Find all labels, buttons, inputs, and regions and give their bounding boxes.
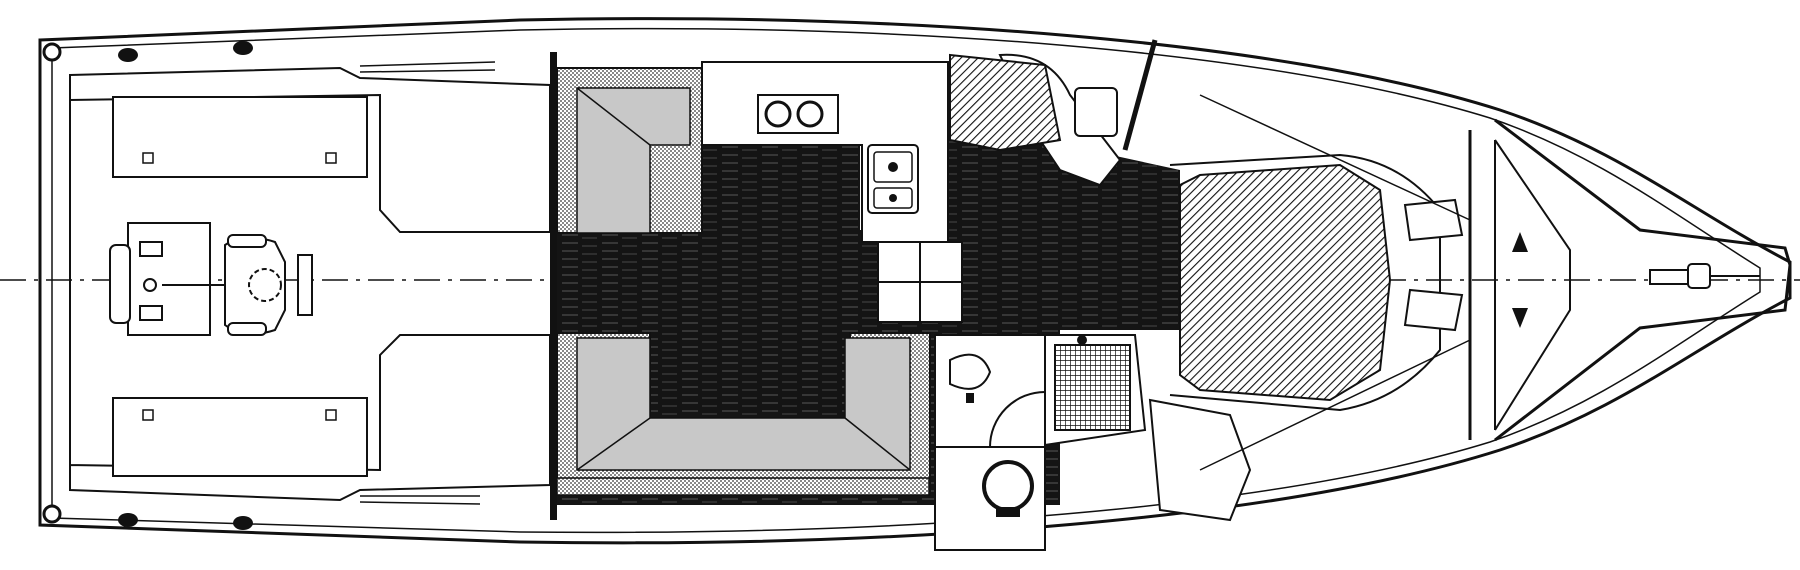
salon-settee-upper bbox=[556, 67, 703, 234]
salon-settee-lower bbox=[556, 332, 931, 496]
cleat-icon bbox=[42, 504, 62, 524]
helm-seat-lower bbox=[1148, 398, 1252, 522]
hull-chine bbox=[1199, 94, 1471, 221]
vanity-sink-icon bbox=[949, 353, 992, 403]
v-berth-frame bbox=[1169, 153, 1441, 412]
fish-box-port bbox=[112, 96, 368, 178]
rod-holder-icon bbox=[118, 48, 138, 62]
cleat-icon bbox=[42, 42, 62, 62]
v-berth bbox=[1179, 163, 1392, 402]
helm-chair-icon bbox=[1074, 87, 1118, 137]
galley-cabinet bbox=[877, 241, 963, 323]
toilet-icon bbox=[982, 460, 1034, 517]
bow-cleat-icon bbox=[1512, 308, 1528, 328]
berth-cushion-icon bbox=[1403, 198, 1464, 242]
helm-console bbox=[1122, 39, 1158, 151]
rod-holder-icon bbox=[233, 516, 253, 530]
fish-box-starboard bbox=[112, 397, 368, 477]
fighting-chair bbox=[109, 222, 313, 336]
stove-icon bbox=[757, 94, 839, 134]
hull-inner-line bbox=[51, 27, 1761, 534]
anchor-windlass-icon bbox=[1649, 263, 1760, 289]
bow-cleat-icon bbox=[1512, 232, 1528, 252]
cabin-floor bbox=[930, 120, 1180, 340]
bulkhead bbox=[550, 52, 557, 520]
dinette-cushion bbox=[949, 53, 1062, 152]
rod-holder-icon bbox=[233, 41, 253, 55]
sink-icon bbox=[867, 144, 919, 214]
berth-cushion-icon bbox=[1403, 288, 1464, 332]
chain-locker bbox=[1494, 139, 1571, 431]
bow-pulpit bbox=[1494, 118, 1792, 442]
hull-outline bbox=[38, 17, 1792, 545]
shower bbox=[1044, 334, 1147, 447]
rod-holder-icon bbox=[118, 513, 138, 527]
hull-chine bbox=[1199, 339, 1471, 471]
